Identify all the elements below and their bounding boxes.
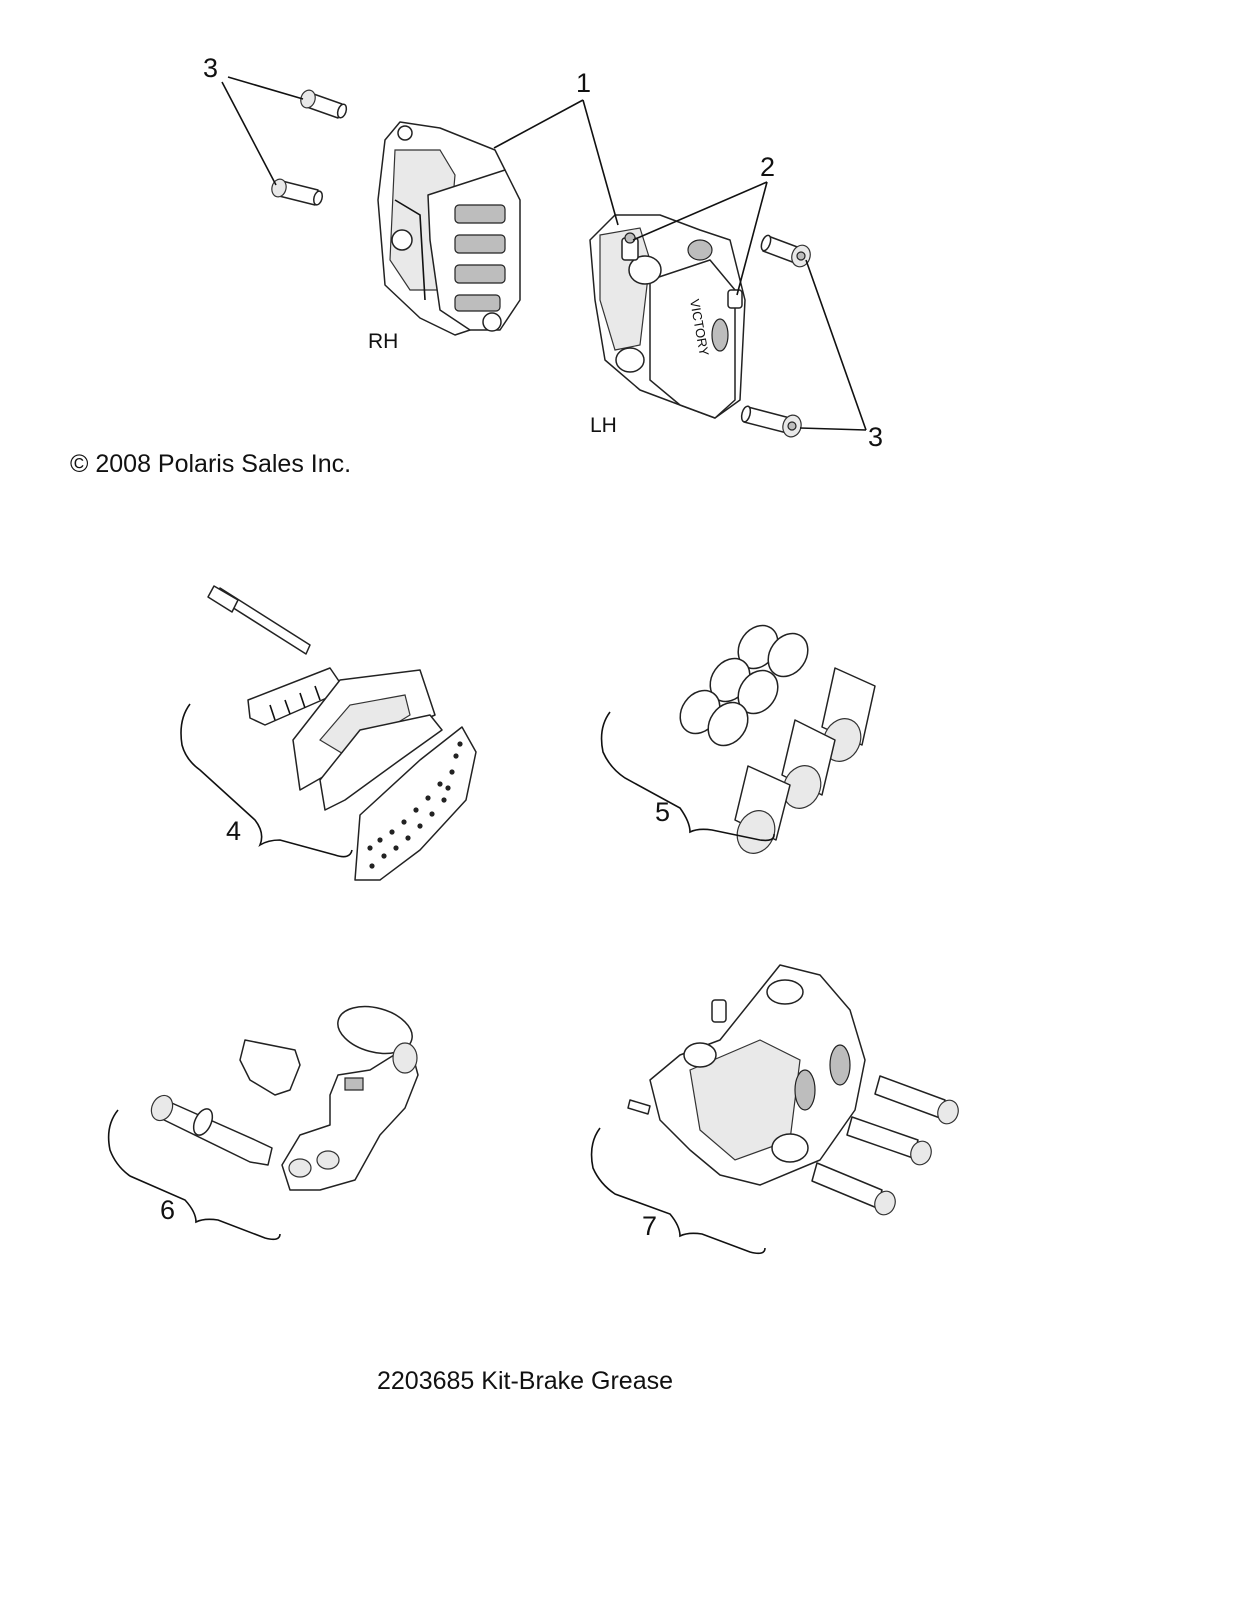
- callout-6: 6: [160, 1195, 175, 1225]
- piston-seal-kit-icon: [679, 624, 876, 854]
- kit-braces: [107, 703, 775, 1255]
- leader-lines-top: [221, 76, 867, 431]
- caliper-bolt-icon: [300, 89, 348, 119]
- label-lh: LH: [590, 414, 617, 437]
- callout-3-upper: 3: [203, 53, 218, 83]
- grease-kit-note: 2203685 Kit-Brake Grease: [377, 1367, 673, 1395]
- callout-1: 1: [576, 68, 591, 98]
- brake-pad-kit-icon: [207, 585, 477, 881]
- callout-2: 2: [760, 152, 775, 182]
- caliper-bolt-icon: [760, 234, 811, 268]
- caliper-bracket-kit-icon: [150, 1005, 419, 1191]
- bleeder-valve-icon: [621, 232, 743, 309]
- brake-caliper-rh-icon: [377, 121, 521, 336]
- callout-7: 7: [642, 1211, 657, 1241]
- callout-5: 5: [655, 797, 670, 827]
- callout-4: 4: [226, 816, 241, 846]
- copyright-text: © 2008 Polaris Sales Inc.: [70, 450, 351, 478]
- caliper-bolt-icon: [271, 178, 324, 206]
- caliper-assembly-icon: [627, 964, 959, 1216]
- brake-caliper-lh-icon: VICTORY: [589, 214, 746, 419]
- label-rh: RH: [368, 330, 398, 353]
- caliper-bolt-icon: [740, 405, 802, 438]
- callout-3-lower: 3: [868, 422, 883, 452]
